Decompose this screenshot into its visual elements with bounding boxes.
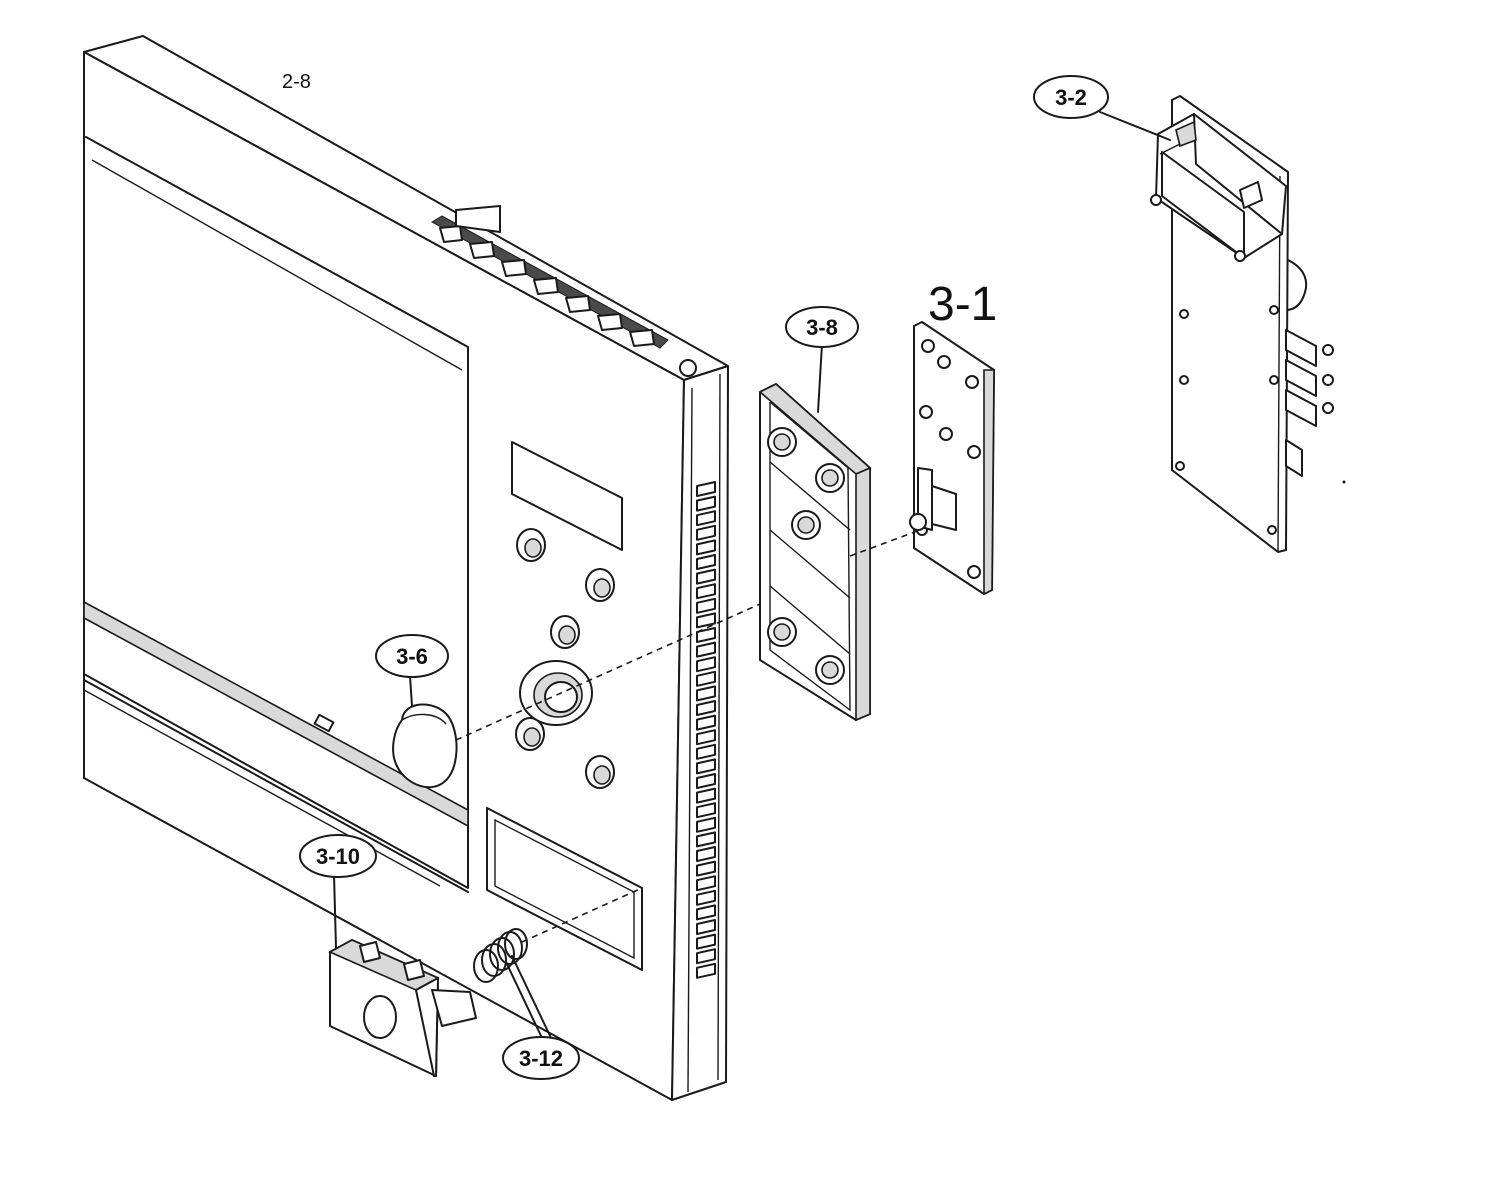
vent-slot [696, 758, 716, 775]
callout-3-10: 3-10 [299, 834, 377, 878]
top-vent-slots [439, 225, 655, 347]
pcb-connectors [1285, 259, 1334, 477]
vent-slot [696, 583, 716, 600]
vent-slot [696, 962, 716, 979]
vent-slot [696, 919, 716, 935]
vent-slot [696, 787, 716, 804]
vent-slot [696, 802, 716, 819]
vent-slot [696, 875, 716, 892]
svg-text:3-10: 3-10 [316, 844, 360, 869]
vent-slot [696, 597, 716, 614]
vent-slot [696, 846, 716, 862]
vent-slot [696, 816, 716, 833]
vent-slot [696, 568, 716, 585]
vent-slot [696, 743, 716, 760]
vent-slot [696, 685, 716, 702]
vent-slot [696, 889, 716, 906]
callout-3-6: 3-6 [375, 634, 449, 678]
vent-slot [696, 656, 716, 673]
main-pcb [1150, 95, 1346, 553]
vent-slot [696, 933, 716, 950]
vent-slot [696, 729, 716, 746]
svg-text:3-2: 3-2 [1055, 85, 1087, 110]
vent-slot [696, 510, 716, 527]
spring [473, 928, 528, 983]
membrane-buttons [767, 427, 845, 685]
svg-text:3-6: 3-6 [396, 644, 428, 669]
side-vent-slots [696, 481, 716, 979]
callout-3-8: 3-8 [785, 306, 859, 348]
pcb-components [909, 339, 981, 579]
vent-slot [696, 860, 716, 877]
callout-3-12: 3-12 [502, 1036, 580, 1080]
vent-slot [696, 539, 716, 556]
assembly-lines [455, 529, 921, 943]
vent-slot [696, 831, 716, 848]
control-pcb [909, 321, 995, 596]
vent-slot [696, 714, 716, 731]
vent-slot [696, 627, 716, 643]
vent-slot [696, 904, 716, 921]
vent-slot [696, 948, 716, 965]
svg-text:3-12: 3-12 [519, 1046, 563, 1071]
vent-slot [696, 612, 716, 629]
vent-slot [696, 773, 716, 789]
vent-slot [696, 524, 716, 541]
knob [392, 703, 458, 789]
pcb-mount-holes [1175, 305, 1279, 535]
button-holes [515, 528, 615, 789]
control-panel [83, 35, 729, 1101]
vent-slot [696, 641, 716, 658]
vent-slot [696, 554, 716, 570]
vent-slot [696, 481, 716, 497]
vent-slot [696, 495, 716, 512]
leader-lines [333, 111, 1171, 1041]
vent-slot [696, 700, 716, 716]
key-membrane [758, 383, 872, 722]
label-control-pcb: 3-1 [928, 278, 997, 331]
door-button [328, 939, 477, 1077]
vent-slot [696, 670, 716, 687]
svg-text:3-8: 3-8 [806, 315, 838, 340]
label-panel: 2-8 [282, 71, 311, 93]
callout-3-2: 3-2 [1033, 75, 1109, 119]
